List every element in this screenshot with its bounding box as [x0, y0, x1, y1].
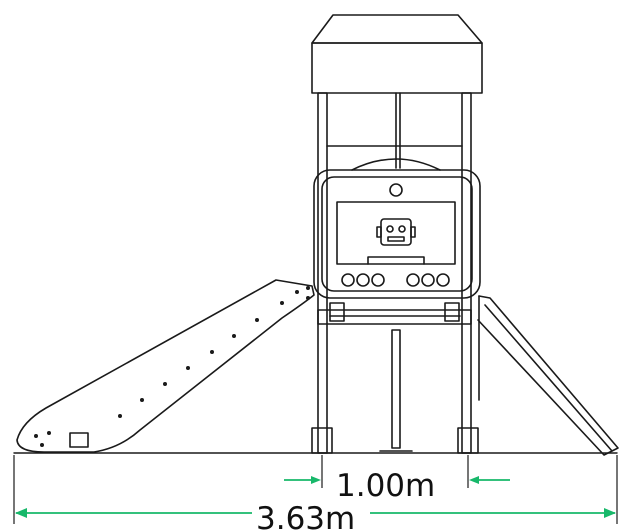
right-post	[461, 92, 472, 454]
left-slide	[16, 279, 315, 453]
panel-frame-outer	[313, 169, 481, 299]
right-slide-rail	[484, 304, 613, 452]
right-deck-bracket	[444, 302, 460, 322]
footings	[311, 427, 479, 454]
overall-dim-arrow-left	[15, 508, 27, 518]
panel-top-knob	[389, 183, 403, 197]
right-slide	[477, 295, 619, 456]
play-panel	[313, 169, 481, 299]
roof	[311, 14, 483, 94]
slide-outline	[16, 279, 315, 453]
overall-width-label: 3.63m	[256, 501, 355, 530]
panel-buttons	[341, 273, 450, 287]
inner-width-label: 1.00m	[336, 468, 435, 504]
left-deck-bracket	[329, 302, 345, 322]
panel-frame-inner	[321, 176, 473, 292]
roof-top	[311, 14, 483, 44]
tower-posts	[317, 92, 472, 454]
overall-dim-arrow-right	[604, 508, 616, 518]
center-support-pole	[391, 329, 401, 449]
line-art	[13, 14, 619, 456]
deck	[317, 302, 472, 452]
right-footing	[457, 427, 479, 454]
overall-dimension	[13, 455, 618, 524]
right-slide-outline	[477, 295, 619, 456]
panel-screen	[336, 201, 456, 265]
roof-fascia	[311, 42, 483, 94]
slide-bottom-plate	[69, 432, 89, 448]
deck-beam	[317, 309, 472, 325]
inner-dimension	[284, 455, 510, 488]
slide-bolts	[34, 286, 310, 447]
rear-arch	[351, 158, 441, 171]
inner-dim-arrow-left-head	[311, 476, 321, 484]
inner-dim-arrow-right-head	[469, 476, 479, 484]
robot-face-icon	[367, 218, 425, 265]
left-footing	[311, 427, 333, 454]
